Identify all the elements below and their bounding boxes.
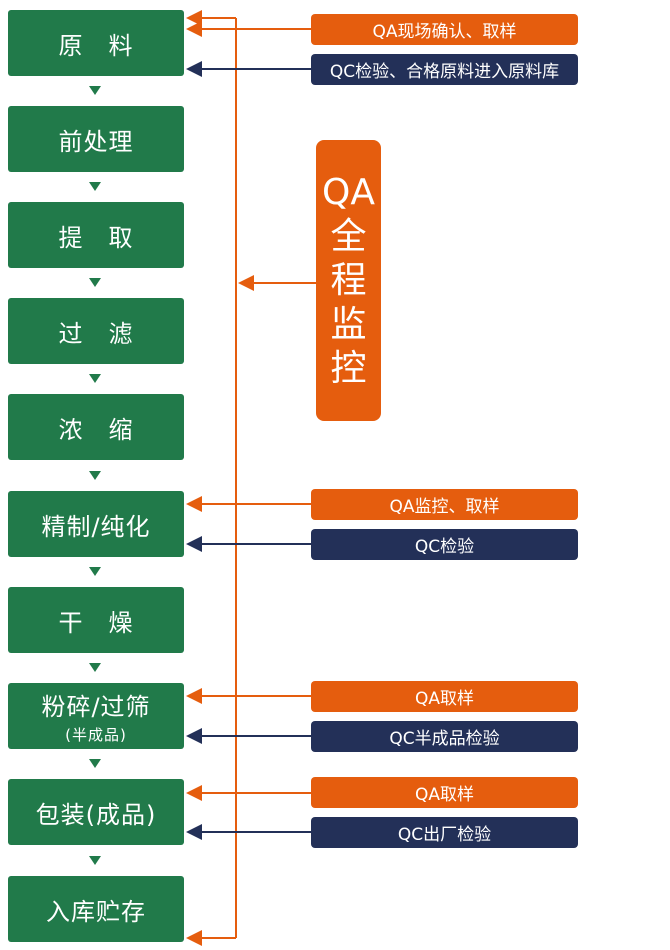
chevron-down-icon: [89, 471, 101, 480]
monitor-char: 全: [330, 215, 367, 257]
monitor-qa: QA: [322, 171, 375, 213]
step-crushing: 粉碎/过筛 (半成品): [8, 683, 184, 749]
chevron-down-icon: [89, 856, 101, 865]
step-label: 提 取: [58, 223, 134, 252]
qa-label: QA现场确认、取样: [311, 14, 578, 45]
step-storage: 入库贮存: [8, 876, 184, 942]
step-extraction: 提 取: [8, 202, 184, 268]
qc-label: QC出厂检验: [311, 817, 578, 848]
step-label: 浓 缩: [58, 415, 134, 444]
step-drying: 干 燥: [8, 587, 184, 653]
step-filtration: 过 滤: [8, 298, 184, 364]
step-label: 原 料: [58, 31, 134, 60]
monitor-char: 控: [330, 347, 367, 389]
step-label: 入库贮存: [46, 897, 146, 926]
step-pretreatment: 前处理: [8, 106, 184, 172]
qa-label: QA监控、取样: [311, 489, 578, 520]
qc-label: QC检验: [311, 529, 578, 560]
step-label: 前处理: [58, 127, 134, 156]
step-label: 精制/纯化: [41, 512, 151, 541]
step-label: 粉碎/过筛: [41, 693, 151, 721]
chevron-down-icon: [89, 759, 101, 768]
qc-label: QC半成品检验: [311, 721, 578, 752]
step-label: 干 燥: [58, 608, 134, 637]
chevron-down-icon: [89, 663, 101, 672]
step-raw-material: 原 料: [8, 10, 184, 76]
qa-label: QA取样: [311, 777, 578, 808]
step-refining: 精制/纯化: [8, 491, 184, 557]
chevron-down-icon: [89, 278, 101, 287]
step-concentration: 浓 缩: [8, 394, 184, 460]
monitor-char: 程: [330, 259, 367, 301]
qc-label: QC检验、合格原料进入原料库: [311, 54, 578, 85]
step-label: 包装(成品): [35, 800, 157, 829]
chevron-down-icon: [89, 182, 101, 191]
chevron-down-icon: [89, 374, 101, 383]
chevron-down-icon: [89, 86, 101, 95]
step-packaging: 包装(成品): [8, 779, 184, 845]
monitor-char: 监: [330, 303, 367, 345]
step-label: 过 滤: [58, 319, 134, 348]
qa-label: QA取样: [311, 681, 578, 712]
step-sublabel: (半成品): [65, 726, 127, 744]
qa-full-monitoring-box: QA 全 程 监 控: [316, 140, 381, 421]
chevron-down-icon: [89, 567, 101, 576]
